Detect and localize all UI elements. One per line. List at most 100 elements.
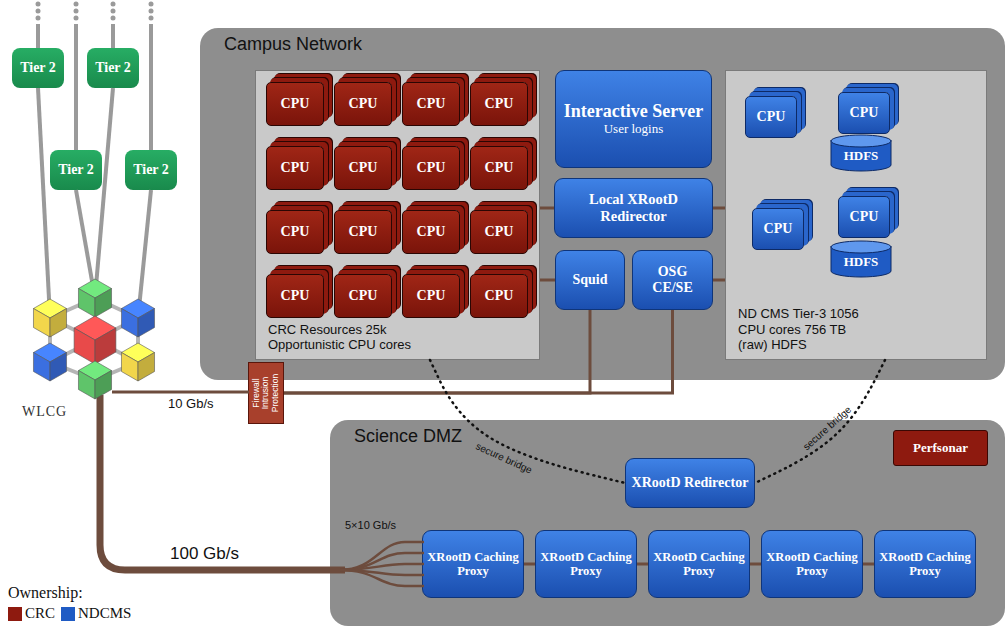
- cpu-stack: CPU: [334, 274, 392, 318]
- grid-cube: [138, 353, 155, 382]
- box-label: CPU: [764, 221, 793, 237]
- group-caption: ND CMS Tier-3 1056 CPU cores 756 TB (raw…: [738, 306, 866, 353]
- box-label: CPU: [281, 288, 310, 304]
- continuation-dot: [111, 2, 116, 7]
- tier2-site: Tier 2: [125, 150, 177, 190]
- service-box: Local XRootD Redirector: [554, 178, 713, 238]
- cpu-stack: CPU: [838, 92, 890, 134]
- cube-rod: [48, 318, 52, 362]
- cube-rod: [93, 340, 97, 380]
- cpu-stack: CPU: [266, 274, 324, 318]
- service-box: XRootD Redirector: [625, 458, 755, 508]
- box-label: Perfsonar: [913, 441, 968, 456]
- service-box: XRootD Caching Proxy: [535, 530, 637, 598]
- continuation-dot: [36, 2, 41, 7]
- box-label: CPU: [485, 96, 514, 112]
- box-label: Local XRootD Redirector: [559, 191, 708, 224]
- grid-link: [38, 88, 50, 318]
- cpu-stack: CPU: [745, 96, 797, 138]
- wan-trunk: [100, 395, 345, 570]
- box-label: CPU: [349, 224, 378, 240]
- uplink-line: [149, 24, 153, 150]
- cube-rod: [95, 298, 138, 318]
- service-box: XRootD Caching Proxy: [648, 530, 750, 598]
- grid-cube: [33, 299, 66, 318]
- uplink-line: [74, 24, 78, 150]
- cpu-stack: CPU: [470, 82, 528, 126]
- zone-title: Campus Network: [200, 28, 362, 55]
- box-label: Tier 2: [20, 60, 56, 76]
- cube-rod: [50, 340, 95, 362]
- link-speed: 5×10 Gb/s: [345, 519, 396, 531]
- box-label: CPU: [349, 160, 378, 176]
- storage-cylinder: HDFS: [830, 134, 892, 172]
- box-label: CPU: [850, 209, 879, 225]
- grid-cube: [74, 328, 95, 364]
- continuation-dot: [36, 16, 41, 21]
- box-label: CPU: [485, 224, 514, 240]
- grid-cube: [95, 328, 116, 364]
- box-label: HDFS: [844, 255, 879, 270]
- firewall-box: Firewall Intrusion Protection: [248, 362, 284, 424]
- continuation-dot: [149, 2, 154, 7]
- box-label: Tier 2: [95, 60, 131, 76]
- legend-item: NDCMS: [61, 605, 131, 622]
- link-speed: 10 Gb/s: [168, 396, 214, 411]
- cube-rod: [95, 318, 138, 340]
- box-label: Interactive Server: [564, 101, 703, 122]
- cube-rod: [50, 298, 95, 318]
- zone-title: Science DMZ: [330, 420, 462, 447]
- continuation-dot: [149, 9, 154, 14]
- cpu-stack: CPU: [402, 146, 460, 190]
- cpu-stack: CPU: [266, 146, 324, 190]
- network-zone: Campus NetworkCRC Resources 25k Opportun…: [200, 28, 1005, 380]
- cpu-stack: CPU: [470, 274, 528, 318]
- grid-cube: [138, 309, 155, 338]
- box-label: CPU: [850, 105, 879, 121]
- grid-cube: [121, 309, 138, 338]
- grid-cube: [95, 289, 112, 318]
- cube-rod: [95, 340, 138, 362]
- grid-cube: [33, 309, 50, 338]
- legend-swatch: [61, 607, 75, 621]
- box-label: HDFS: [844, 149, 879, 164]
- cpu-stack: CPU: [470, 146, 528, 190]
- cpu-stack: CPU: [334, 146, 392, 190]
- monitor-box: Perfsonar: [893, 430, 988, 466]
- grid-cube: [78, 279, 111, 298]
- box-label: CPU: [417, 160, 446, 176]
- continuation-dot: [149, 16, 154, 21]
- link-speed: 100 Gb/s: [170, 544, 239, 564]
- box-label: CPU: [485, 160, 514, 176]
- box-label: CPU: [485, 288, 514, 304]
- cpu-stack: CPU: [334, 82, 392, 126]
- grid-cube: [78, 289, 95, 318]
- legend-text: CRC: [25, 605, 55, 622]
- service-box: Interactive ServerUser logins: [555, 70, 712, 168]
- resource-group: ND CMS Tier-3 1056 CPU cores 756 TB (raw…: [725, 70, 987, 360]
- grid-link: [76, 190, 95, 298]
- continuation-dot: [74, 2, 79, 7]
- box-label: XRootD Caching Proxy: [879, 550, 971, 579]
- uplink-line: [36, 24, 40, 48]
- continuation-dot: [74, 16, 79, 21]
- network-zone: Science DMZ XRootD Redirector PerfsonarXRo…: [330, 420, 1005, 626]
- cube-rod: [136, 318, 140, 362]
- cpu-stack: CPU: [838, 196, 890, 238]
- grid-cube: [78, 371, 95, 400]
- legend-swatch: [8, 607, 22, 621]
- grid-cube: [33, 353, 50, 382]
- grid-cube: [121, 353, 138, 382]
- wan-link: [112, 391, 249, 394]
- cube-rod: [50, 318, 95, 340]
- box-label: Firewall Intrusion Protection: [252, 364, 280, 422]
- cpu-stack: CPU: [402, 274, 460, 318]
- box-label: Squid: [572, 272, 607, 288]
- box-label: XRootD Caching Proxy: [766, 550, 858, 579]
- network-name: WLCG: [22, 404, 67, 420]
- legend: CRC NDCMS: [8, 605, 137, 622]
- box-label: CPU: [281, 96, 310, 112]
- grid-cube: [95, 371, 112, 400]
- cpu-stack: CPU: [266, 210, 324, 254]
- cpu-stack: CPU: [402, 82, 460, 126]
